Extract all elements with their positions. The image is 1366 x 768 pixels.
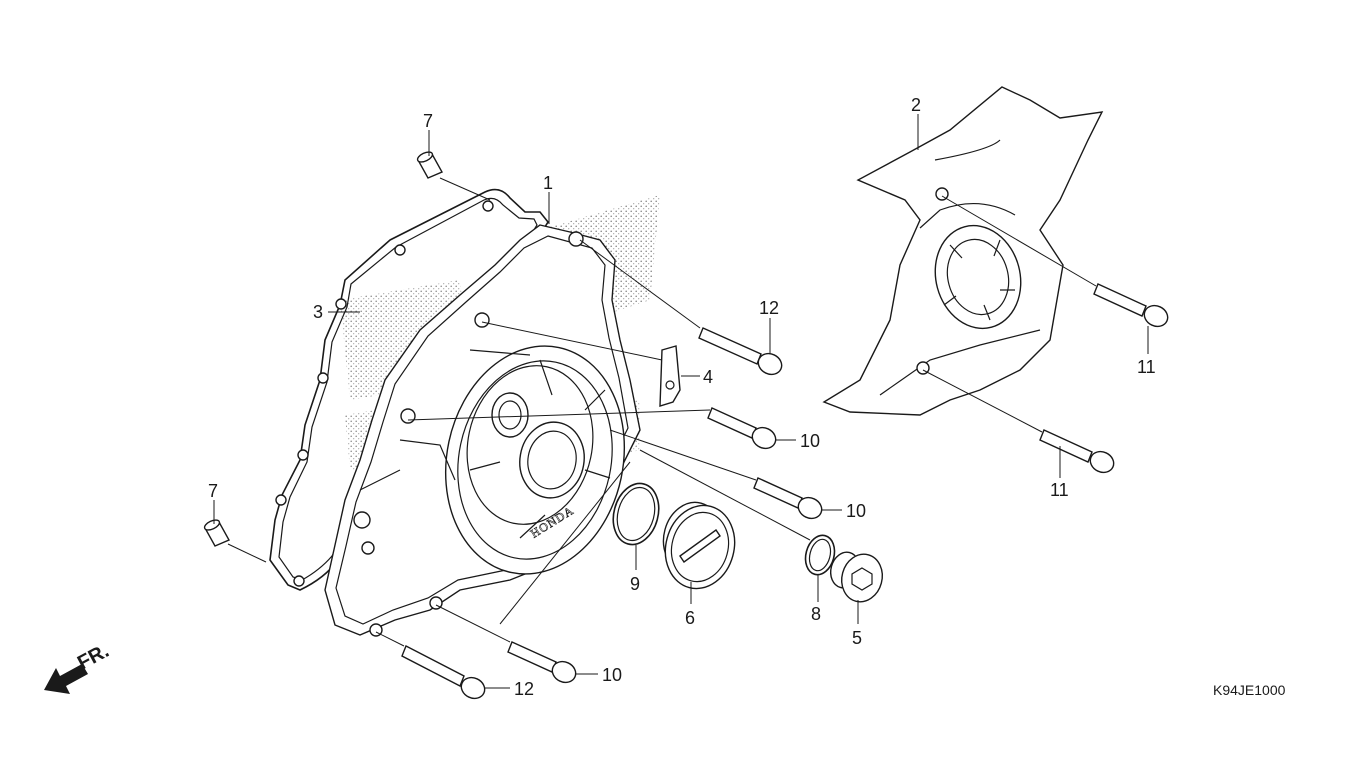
leader-lines [213, 114, 1149, 689]
front-arrow-icon [44, 664, 88, 694]
bolts [401, 283, 1169, 700]
callout-11-lower: 11 [1050, 480, 1069, 500]
diagram-code: K94JE1000 [1213, 682, 1286, 698]
callout-6: 6 [685, 608, 695, 628]
plug-part-5 [829, 551, 883, 603]
callout-11-upper: 11 [1137, 357, 1156, 377]
callouts: 1 2 3 4 5 6 7 7 8 9 10 10 10 11 11 12 12 [208, 95, 1156, 699]
dowel-pins-part-7 [203, 151, 443, 547]
callout-12-upper: 12 [759, 298, 779, 318]
callout-8: 8 [811, 604, 821, 624]
callout-9: 9 [630, 574, 640, 594]
callout-10-middle: 10 [846, 501, 866, 521]
callout-10-lower: 10 [602, 665, 622, 685]
callout-2: 2 [911, 95, 921, 115]
callout-4: 4 [703, 367, 713, 387]
o-rings-parts-8-9 [612, 482, 836, 576]
clamp-part-4 [659, 345, 681, 407]
plug-cap-part-6 [662, 501, 736, 590]
guide-lines [227, 177, 1097, 647]
front-direction-indicator: FR. [44, 640, 113, 694]
callout-5: 5 [852, 628, 862, 648]
sprocket-cover-part-2 [822, 86, 1104, 416]
callout-10-upper: 10 [800, 431, 820, 451]
gasket-part-3 [269, 188, 549, 591]
callout-1: 1 [543, 173, 553, 193]
callout-7-lower: 7 [208, 481, 218, 501]
callout-3: 3 [313, 302, 323, 322]
crankcase-cover-part-1: HONDA [324, 224, 641, 637]
callout-12-lower: 12 [514, 679, 534, 699]
callout-7-upper: 7 [423, 111, 433, 131]
